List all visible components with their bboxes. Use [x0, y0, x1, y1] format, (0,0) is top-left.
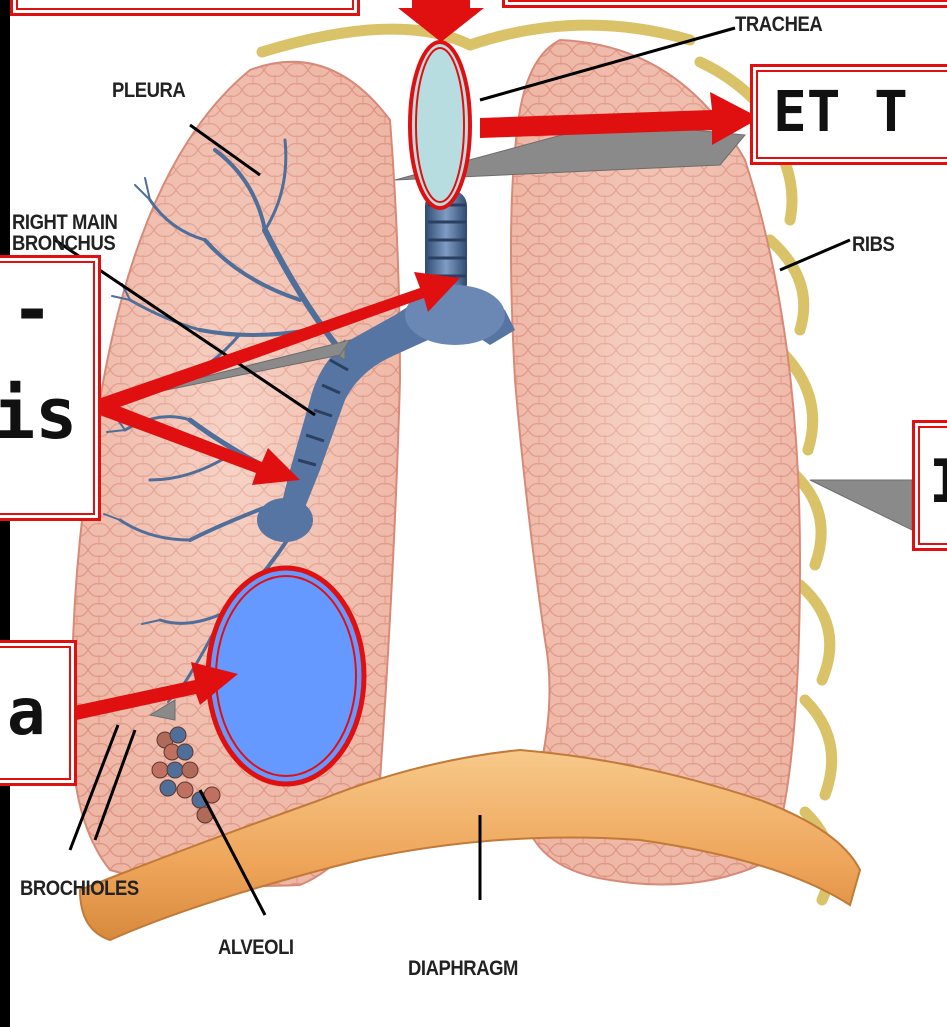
top-left-callout-box [10, 0, 360, 16]
et-tube-callout-box: ET T [750, 64, 947, 165]
et-tube-callout-text: ET T [773, 67, 947, 159]
diaphragm-label: DIAPHRAGM [408, 958, 518, 980]
right-callout-box: I [912, 420, 947, 551]
alveoli-label: ALVEOLI [218, 937, 294, 959]
lower-left-callout-text: a [0, 643, 74, 783]
top-down-arrow [398, 0, 484, 42]
top-right-callout-box [502, 0, 947, 8]
bronchi-callout-line2: is [0, 362, 98, 466]
right-main-bronchus-label-line1: RIGHT MAIN [12, 212, 117, 234]
brochioles-label: BROCHIOLES [20, 878, 139, 900]
bronchi-callout-box: - is [0, 255, 101, 521]
right-main-bronchus-label-line2: BRONCHUS [12, 233, 115, 255]
trachea-label: TRACHEA [735, 14, 822, 36]
pleura-label: PLEURA [112, 80, 185, 102]
lower-left-callout-box: a [0, 640, 77, 786]
trachea-highlight-oval [410, 42, 470, 208]
bronchi-callout-line1: - [0, 258, 98, 362]
right-callout-text: I [929, 423, 947, 541]
ribs-label: RIBS [852, 234, 894, 256]
